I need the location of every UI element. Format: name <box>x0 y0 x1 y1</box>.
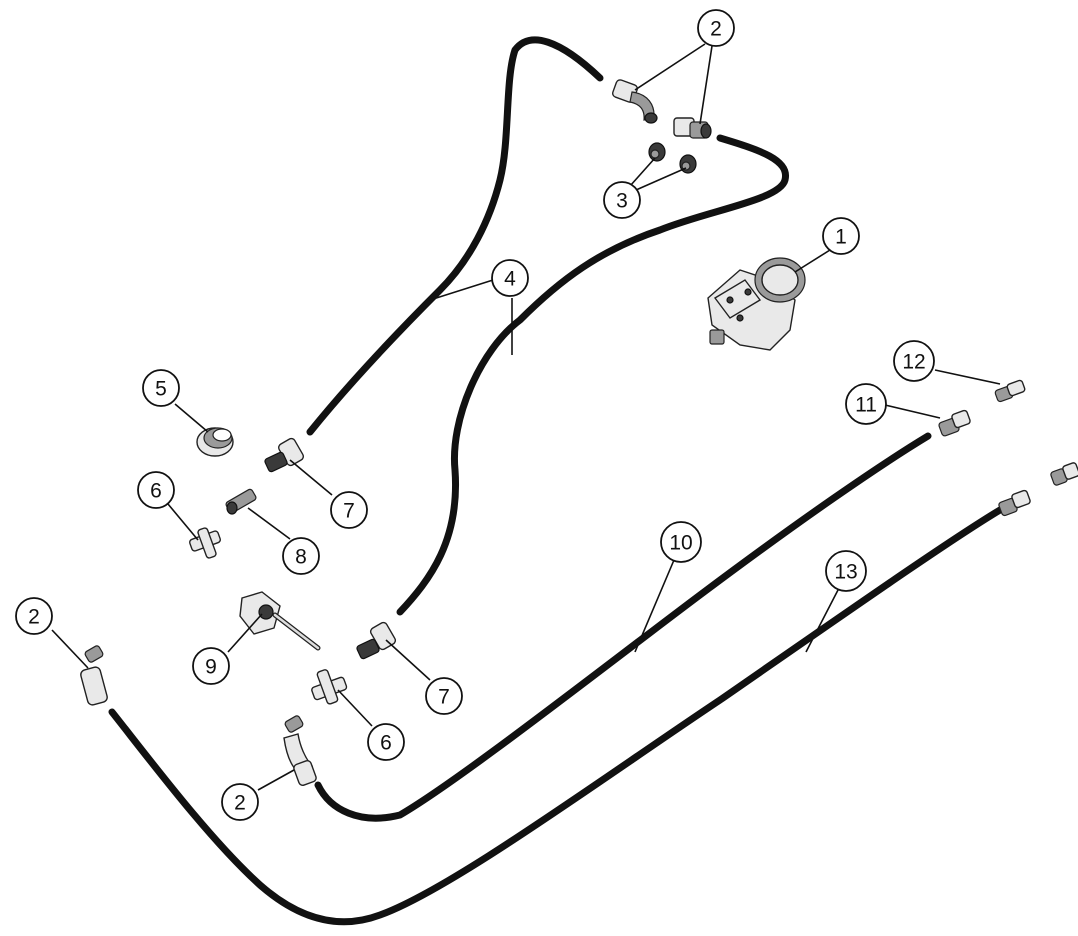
callout-9-label: 9 <box>205 656 217 679</box>
callout-12: 12 <box>893 340 935 382</box>
hose-4-right <box>396 134 789 616</box>
fitting-part-7-upper <box>264 437 305 473</box>
callout-10: 10 <box>660 521 702 563</box>
leader-lines <box>51 43 1001 791</box>
ball-valve-part-9 <box>239 591 321 651</box>
callout-8: 8 <box>282 537 320 575</box>
callout-1: 1 <box>822 217 860 255</box>
hydraulic-motor-part-1 <box>707 257 806 351</box>
callout-12-label: 12 <box>902 351 925 374</box>
hose-13 <box>108 506 1004 926</box>
callout-2-top: 2 <box>697 9 735 47</box>
callout-2-bottom-label: 2 <box>234 792 246 815</box>
callout-7-lower: 7 <box>425 677 463 715</box>
callout-5-label: 5 <box>155 378 167 401</box>
hose-4-left <box>306 36 604 436</box>
callout-9: 9 <box>192 647 230 685</box>
elbow-fitting-part-2-left <box>80 645 108 706</box>
callout-2-left-label: 2 <box>28 606 40 629</box>
callout-6-lower: 6 <box>367 723 405 761</box>
tee-fitting-part-6-lower <box>311 669 348 705</box>
callout-10-label: 10 <box>669 532 692 555</box>
adapter-part-3 <box>648 142 697 174</box>
callout-6-upper: 6 <box>137 471 175 509</box>
callout-13: 13 <box>825 550 867 592</box>
elbow-fitting-part-2-top-left <box>612 79 658 124</box>
callout-1-label: 1 <box>835 226 847 249</box>
fitting-end-13-a <box>998 489 1031 517</box>
callout-8-label: 8 <box>295 546 307 569</box>
callout-6-lower-label: 6 <box>380 732 392 755</box>
callout-6-upper-label: 6 <box>150 480 162 503</box>
fitting-part-12 <box>994 379 1026 403</box>
callout-11: 11 <box>845 383 887 425</box>
fitting-part-7-lower <box>356 621 397 660</box>
hose-10 <box>314 432 932 822</box>
callout-4: 4 <box>491 259 529 297</box>
callout-11-label: 11 <box>855 394 877 417</box>
callout-7-upper-label: 7 <box>343 500 355 523</box>
callout-2-left: 2 <box>15 597 53 635</box>
callout-5: 5 <box>142 369 180 407</box>
elbow-fitting-part-2-bottom <box>283 715 317 786</box>
callout-2-bottom: 2 <box>221 783 259 821</box>
callout-7-upper: 7 <box>330 491 368 529</box>
callout-13-label: 13 <box>834 561 857 584</box>
callout-2-top-label: 2 <box>710 18 722 41</box>
tee-fitting-part-6-upper <box>188 527 222 559</box>
callout-3-label: 3 <box>616 190 628 213</box>
fitting-part-11 <box>938 409 971 437</box>
callout-3: 3 <box>603 181 641 219</box>
callout-4-label: 4 <box>504 268 516 291</box>
elbow-fitting-part-2-top-right <box>673 117 712 139</box>
clamp-ring-part-5 <box>196 427 234 457</box>
adapter-part-8 <box>225 488 257 515</box>
fitting-end-13-b <box>1050 462 1078 486</box>
callout-7-lower-label: 7 <box>438 686 450 709</box>
